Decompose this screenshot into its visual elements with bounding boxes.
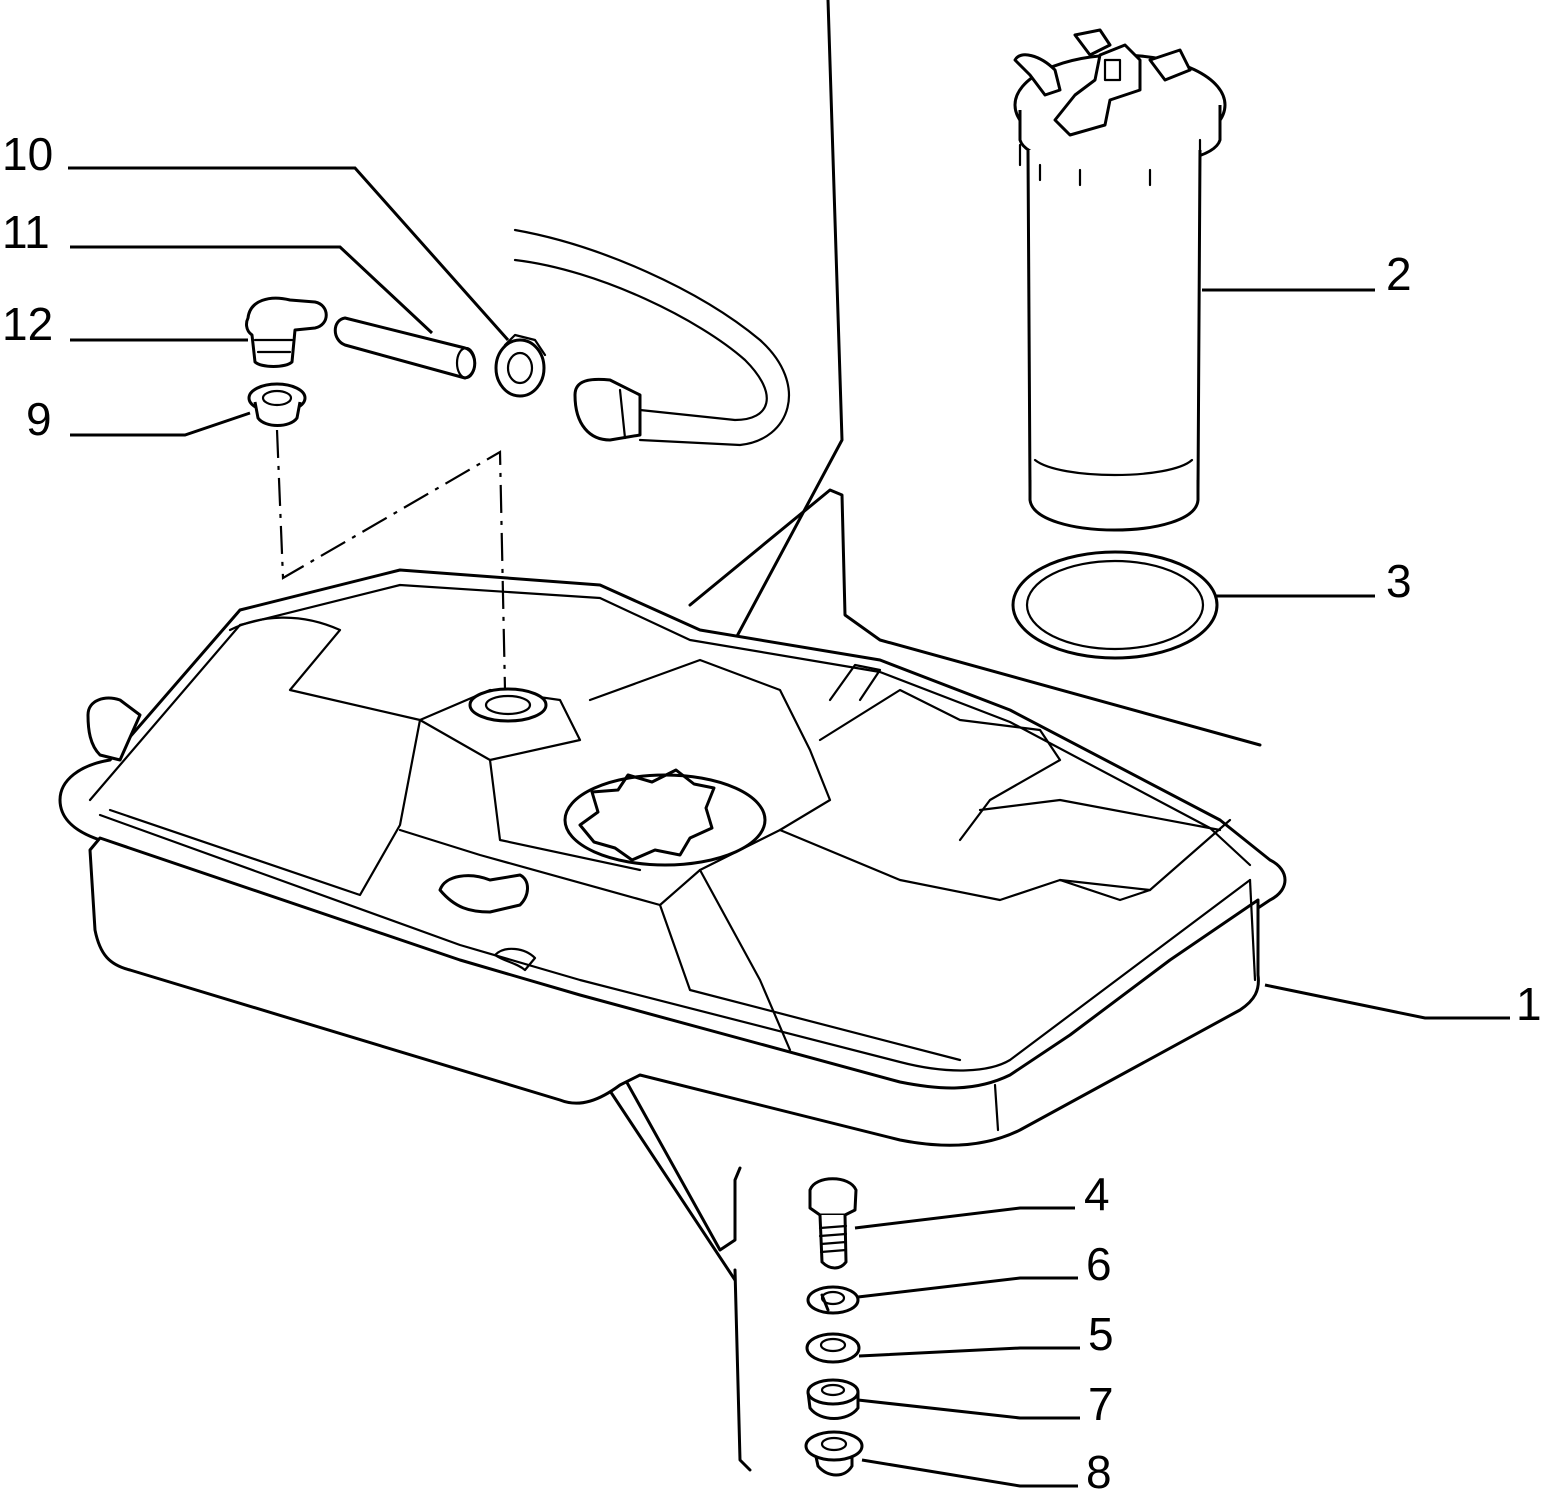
split-washer [806,1285,860,1315]
callout-1: 1 [1516,978,1542,1030]
grommet [247,382,307,427]
callout-5: 5 [1088,1308,1114,1360]
fuel-pump-unit [1013,28,1227,532]
callout-4: 4 [1084,1168,1110,1220]
callout-7: 7 [1088,1378,1114,1430]
bushing [804,1430,864,1477]
seal-ring [1011,550,1219,660]
callout-9: 9 [26,393,52,445]
fuel-tank [58,568,1287,1147]
callout-3: 3 [1386,555,1412,607]
callout-2: 2 [1386,248,1412,300]
assembly-guide-lines [275,429,507,691]
hose-clamp [494,333,547,398]
rubber-spacer [806,1378,860,1420]
bolt [808,1177,858,1270]
callout-10: 10 [2,128,53,180]
elbow-fitting [245,296,328,368]
vent-hose [513,228,790,447]
callout-labels: 1 2 3 4 5 6 7 8 9 10 11 12 [2,128,1542,1490]
leader-lines [68,166,1510,1488]
callout-8: 8 [1086,1446,1112,1490]
callout-6: 6 [1086,1238,1112,1290]
callout-12: 12 [2,298,53,350]
flat-washer [805,1332,861,1364]
hose-sleeve [333,316,477,380]
callout-11: 11 [2,206,50,258]
